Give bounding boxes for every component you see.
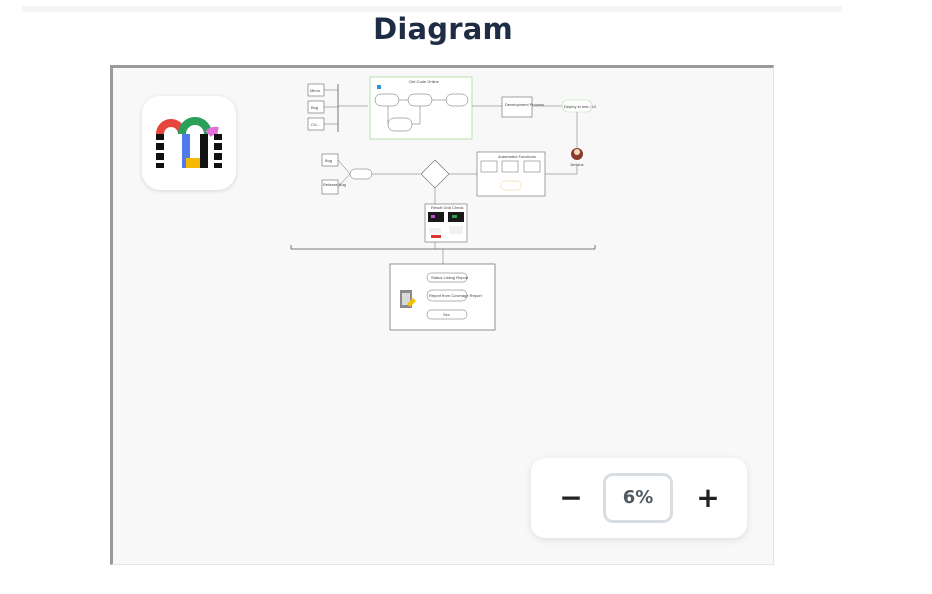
merge-line: [290, 242, 596, 264]
deploy-label: Deploy to test / UI: [564, 104, 596, 109]
source-label: CV...: [311, 122, 320, 127]
workflow-diagram: Mirror Bug CV... Get Code Online: [290, 76, 596, 331]
zoom-out-button[interactable]: −: [551, 478, 591, 518]
top-group: Get Code Online: [369, 76, 473, 140]
deploy-path: Development Process Deploy to test / UI …: [472, 96, 596, 167]
diagram-canvas[interactable]: Mirror Bug CV... Get Code Online: [110, 65, 774, 565]
source-boxes: Mirror Bug CV...: [307, 83, 368, 132]
automated-title: Automated Functions: [498, 154, 536, 159]
source-label: Bug: [311, 105, 318, 110]
group-title: Get Code Online: [409, 79, 440, 84]
middle-flow: Bug Release Bug Automated Functions Resu…: [321, 151, 578, 243]
source-label: Mirror: [310, 88, 321, 93]
app-logo: [142, 96, 236, 190]
logo-mark-icon: [156, 117, 222, 168]
release-bug-label: Release Bug: [323, 182, 346, 187]
report-box: Status Listing Report Report from Covera…: [389, 263, 496, 331]
zoom-controls: − 6% +: [531, 458, 747, 538]
jenkins-label: Jenkins: [570, 162, 584, 167]
dev-box-label: Development Process: [505, 102, 544, 107]
page-title: Diagram: [373, 12, 513, 46]
zoom-level-display[interactable]: 6%: [603, 473, 673, 523]
report-option: Sec: [443, 312, 450, 317]
top-bar: [22, 6, 842, 12]
bug-label: Bug: [325, 158, 332, 163]
zoom-in-button[interactable]: +: [688, 478, 728, 518]
report-option: Report from Coverage Report: [429, 293, 483, 298]
report-option: Status Listing Report: [431, 275, 469, 280]
results-title: Result Grid Check: [431, 205, 463, 210]
